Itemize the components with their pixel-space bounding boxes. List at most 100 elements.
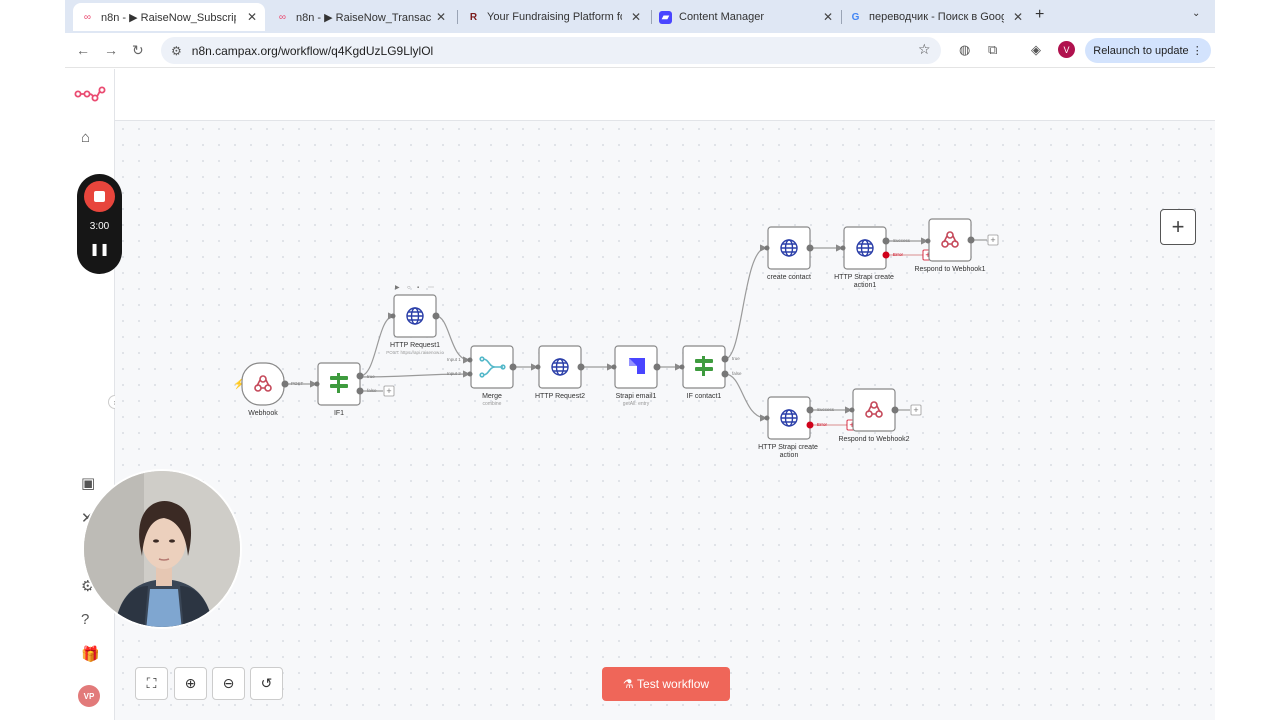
zoom-out-icon: ⊖ xyxy=(222,675,235,691)
webhook-icon xyxy=(254,375,272,392)
edge-label-false-2: false xyxy=(732,371,742,376)
node-subtitle: combine xyxy=(483,401,502,407)
browser-window: ∞ n8n - ▶ RaiseNow_Subscripti ✕ ∞ n8n - … xyxy=(65,0,1215,720)
node-http-request1[interactable]: ▶ ○ ▪ ⋯ HTTP Request1 POST: https://api.… xyxy=(386,285,444,355)
power-icon[interactable]: ○ xyxy=(407,285,411,291)
close-tab-icon[interactable]: ✕ xyxy=(630,10,641,24)
edge-label-success-2: Success xyxy=(817,407,835,412)
node-label-part: HTTP Strapi create xyxy=(834,274,894,281)
user-avatar[interactable]: VP xyxy=(78,685,100,707)
site-info-icon[interactable]: ⚙ xyxy=(171,43,182,58)
extension-icon[interactable]: ◈ xyxy=(1031,42,1041,57)
google-favicon-icon: G xyxy=(851,11,860,23)
tab-separator xyxy=(841,10,842,24)
stop-recording-button[interactable] xyxy=(84,181,115,212)
password-manager-icon[interactable]: ◍ xyxy=(959,42,971,57)
play-icon[interactable]: ▶ xyxy=(395,285,400,291)
node-respond-to-webhook2[interactable]: Respond to Webhook2 xyxy=(838,388,910,443)
extensions-puzzle-icon[interactable]: ⧉ xyxy=(988,42,998,57)
edge-label-input1: Input 1 xyxy=(447,357,461,362)
tab-fundraising-platform[interactable]: R Your Fundraising Platform for ✕ xyxy=(459,3,649,31)
address-bar[interactable]: ⚙ n8n.campax.org/workflow/q4KgdUzLG9Llyl… xyxy=(161,37,941,64)
help-icon[interactable]: ? xyxy=(81,611,90,628)
zoom-out-button[interactable]: ⊖ xyxy=(212,667,245,700)
node-strapi-email1[interactable]: Strapi email1 getAll: entry xyxy=(611,345,661,407)
templates-icon[interactable]: ▣ xyxy=(81,475,96,492)
add-node-after-respond2[interactable] xyxy=(910,404,922,416)
node-label: Respond to Webhook1 xyxy=(914,266,985,273)
zoom-to-fit-button[interactable]: ⛶ xyxy=(135,667,168,700)
close-tab-icon[interactable]: ✕ xyxy=(1012,10,1023,24)
workflow-canvas[interactable]: POST true false Input 1 Input 2 true fal… xyxy=(115,121,1215,720)
url-text: n8n.campax.org/workflow/q4KgdUzLG9LlylOl xyxy=(191,43,434,58)
relaunch-label: Relaunch to update xyxy=(1093,44,1189,57)
node-respond-to-webhook1[interactable]: Respond to Webhook1 xyxy=(914,218,986,273)
home-icon[interactable]: ⌂ xyxy=(81,129,91,146)
profile-avatar[interactable]: V xyxy=(1058,41,1075,58)
back-button[interactable]: ← xyxy=(76,42,90,58)
node-webhook[interactable]: ⚡ Webhook xyxy=(233,362,289,417)
edge-label-error-2: Error xyxy=(817,422,828,427)
node-http-strapi-create-action1[interactable]: HTTP Strapi create action1 xyxy=(834,226,896,289)
n8n-favicon-icon: ∞ xyxy=(83,11,92,23)
tab-title: переводчик - Поиск в Googl xyxy=(869,11,1004,23)
close-tab-icon[interactable]: ✕ xyxy=(246,10,257,24)
edge-label-success: Success xyxy=(893,238,911,243)
node-label: Strapi email1 xyxy=(616,393,657,400)
node-if-contact1[interactable]: IF contact1 xyxy=(679,345,729,400)
node-subtitle: POST: https://api.raisenow.io xyxy=(386,350,444,355)
tab-google-search[interactable]: G переводчик - Поиск в Googl ✕ xyxy=(841,3,1031,31)
sidebar: ⌂ ▣ ✕ ⚙ ? 🎁 VP xyxy=(65,69,115,720)
pause-recording-button[interactable]: ❚❚ xyxy=(89,242,110,256)
node-label: create contact xyxy=(767,274,811,281)
tab-separator xyxy=(651,10,652,24)
forward-button[interactable]: → xyxy=(104,42,118,58)
node-label: Webhook xyxy=(248,410,278,417)
connections xyxy=(285,237,987,426)
close-tab-icon[interactable]: ✕ xyxy=(822,10,833,24)
tab-raisenow-transaction[interactable]: ∞ n8n - ▶ RaiseNow_Transactio ✕ xyxy=(268,3,454,31)
relaunch-button[interactable]: Relaunch to update ⋮ xyxy=(1085,38,1211,63)
zoom-in-button[interactable]: ⊕ xyxy=(174,667,207,700)
edge-label-error: Error xyxy=(893,252,904,257)
raisenow-favicon-icon: R xyxy=(469,11,478,23)
tab-content-manager[interactable]: ▰ Content Manager ✕ xyxy=(651,3,841,31)
n8n-logo-icon[interactable] xyxy=(74,86,106,102)
new-tab-button[interactable]: + xyxy=(1035,6,1045,23)
tab-search-chevron-icon[interactable]: ⌄ xyxy=(1192,8,1201,19)
add-node-after-respond1[interactable] xyxy=(987,234,999,246)
node-label: HTTP Request1 xyxy=(390,342,440,349)
node-label: IF contact1 xyxy=(687,393,722,400)
tab-title: n8n - ▶ RaiseNow_Transactio xyxy=(296,11,431,24)
reload-button[interactable]: ↻ xyxy=(132,42,144,58)
reset-zoom-button[interactable]: ↺ xyxy=(250,667,283,700)
merge-icon xyxy=(479,356,506,378)
whats-new-gift-icon[interactable]: 🎁 xyxy=(81,646,100,663)
webhook-icon xyxy=(865,401,883,418)
edge-http1-merge xyxy=(435,315,471,364)
bookmark-star-icon[interactable]: ☆ xyxy=(918,41,931,57)
workflow-graph: POST true false Input 1 Input 2 true fal… xyxy=(233,218,999,459)
test-workflow-button[interactable]: ⚗ Test workflow xyxy=(602,667,730,701)
tab-raisenow-subscription[interactable]: ∞ n8n - ▶ RaiseNow_Subscripti ✕ xyxy=(73,3,265,31)
trash-icon[interactable]: ▪ xyxy=(417,285,419,291)
node-http-strapi-create-action[interactable]: HTTP Strapi create action xyxy=(758,396,820,459)
add-node-false-branch[interactable] xyxy=(383,385,395,397)
close-tab-icon[interactable]: ✕ xyxy=(435,10,446,24)
node-merge[interactable]: Merge combine xyxy=(467,345,517,407)
node-label-part: action xyxy=(780,452,799,459)
more-icon[interactable]: ⋯ xyxy=(428,285,434,291)
svg-text:+: + xyxy=(913,405,918,415)
node-http-request2[interactable]: HTTP Request2 xyxy=(535,345,585,400)
node-hover-toolbar: ▶ ○ ▪ ⋯ xyxy=(395,285,434,291)
webhook-icon xyxy=(941,231,959,248)
undo-icon: ↺ xyxy=(260,675,273,691)
node-label-part: action1 xyxy=(854,282,877,289)
open-nodes-panel-button[interactable]: + xyxy=(1160,209,1196,245)
node-create-contact[interactable]: create contact xyxy=(764,226,814,281)
zoom-in-icon: ⊕ xyxy=(184,675,197,691)
node-if1[interactable]: IF1 xyxy=(314,362,364,417)
recording-timer: 3:00 xyxy=(89,221,110,232)
edge-if1-http1 xyxy=(359,312,396,377)
stop-icon xyxy=(94,191,105,202)
